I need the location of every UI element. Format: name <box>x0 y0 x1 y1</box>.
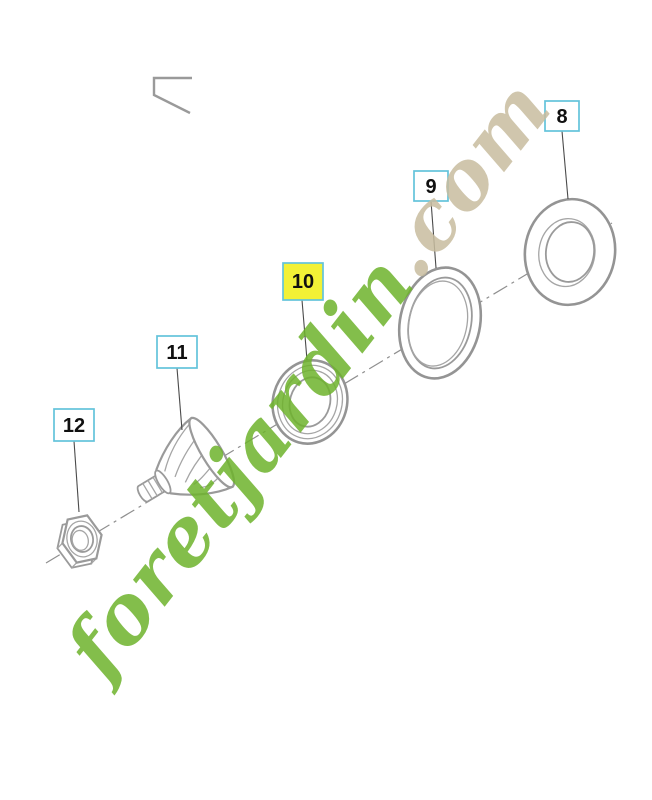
washer-depth-line <box>407 280 469 367</box>
part-11-bevel-gear <box>136 416 236 503</box>
label-box-9[interactable] <box>413 170 449 202</box>
label-box-8[interactable] <box>544 100 580 132</box>
bearing-bore <box>544 221 596 283</box>
leader-line-9 <box>430 200 437 269</box>
ring-groove <box>281 369 339 435</box>
part-label-8[interactable]: 8 <box>544 100 580 132</box>
label-box-11[interactable] <box>156 335 198 369</box>
ring-bore <box>288 376 332 428</box>
gear-tooth-line <box>164 423 191 472</box>
nut-hole-depth <box>71 529 89 551</box>
leader-line-10 <box>301 299 308 361</box>
part-label-12[interactable]: 12 <box>53 408 95 442</box>
part-12-nut <box>56 514 103 569</box>
nut-edge <box>71 562 78 569</box>
part-9-washer <box>397 266 483 380</box>
gear-shaft-notch <box>142 483 153 500</box>
leader-line-12 <box>73 440 80 513</box>
nut-chamfer-circle <box>66 520 98 558</box>
housing-corner-fragment <box>152 76 192 115</box>
leader-line-11 <box>176 367 183 431</box>
watermark: foretjardin.com <box>43 61 569 698</box>
part-label-11[interactable]: 11 <box>156 335 198 369</box>
part-10-grooved-ring <box>271 359 349 445</box>
label-box-10[interactable] <box>282 262 324 301</box>
label-box-12[interactable] <box>53 408 95 442</box>
gear-small-end-face <box>154 469 172 495</box>
gear-large-end-face <box>188 416 236 489</box>
nut-edge <box>56 542 63 549</box>
ring-groove <box>276 364 344 440</box>
watermark-site-name: foretjardin <box>43 237 432 698</box>
gear-shaft-notch <box>147 480 158 497</box>
leader-line-8 <box>561 130 569 200</box>
part-8-bearing-ring <box>523 197 617 307</box>
gear-shaft-notch <box>152 476 163 494</box>
bearing-depth-line <box>538 218 596 288</box>
